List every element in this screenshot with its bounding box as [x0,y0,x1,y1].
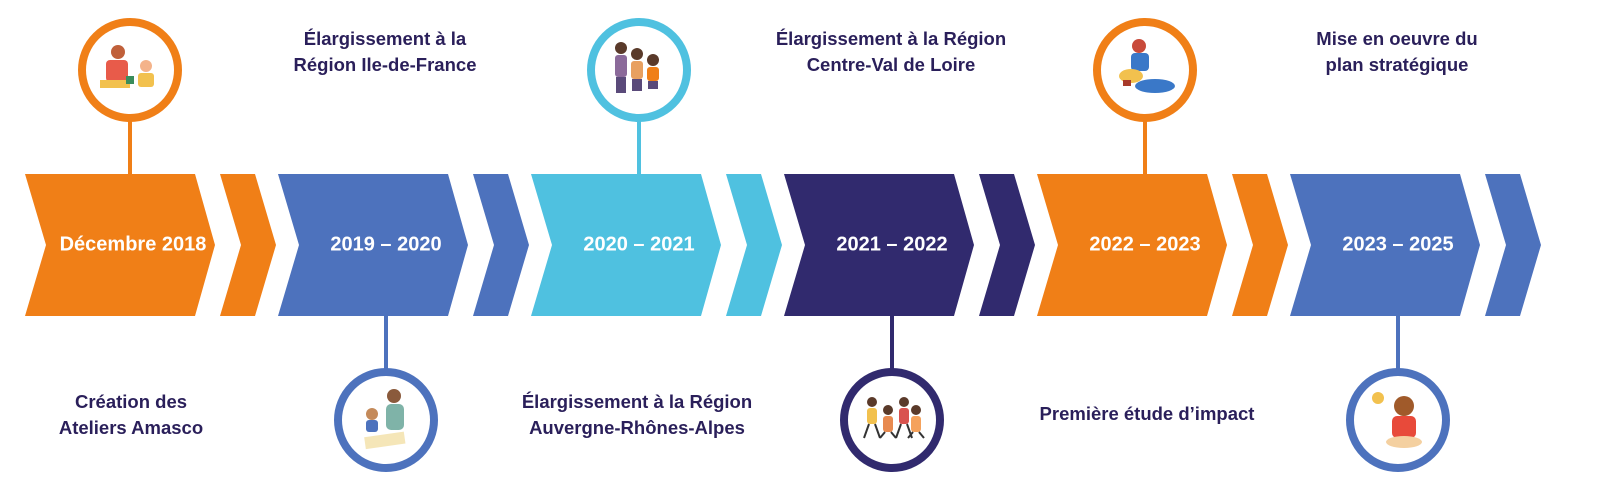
woman-and-child-drawing-icon [364,389,406,450]
period-chevron [1037,174,1227,316]
illustration-circle [78,18,182,122]
period-arrow-tail [979,174,1035,316]
period-arrow-tail [1232,174,1288,316]
milestone-label: Ateliers Amasco [59,417,203,438]
child-with-lightbulb-idea-icon [1372,392,1422,448]
family-running-icon [863,397,925,439]
period-chevron [25,174,215,316]
milestone-label: Élargissement à la Région [522,391,752,412]
timeline-period: 2021 – 2022 Élargissement à la RégionCent… [776,28,1035,472]
timeline-period: 2019 – 2020 Élargissement à la Région Ile-… [278,28,529,472]
period-chevron [784,174,974,316]
period-year: 2019 – 2020 [330,233,441,255]
milestone-label: Auvergne-Rhônes-Alpes [529,417,745,438]
period-year: 2022 – 2023 [1089,233,1200,255]
milestone-label: Centre-Val de Loire [807,54,976,75]
period-year: 2021 – 2022 [836,233,947,255]
period-year: Décembre 2018 [60,233,207,255]
period-chevron [278,174,468,316]
milestone-label: Création des [75,391,187,412]
family-group-icon [615,42,659,93]
period-year: 2020 – 2021 [583,233,694,255]
period-year: 2023 – 2025 [1342,233,1453,255]
milestone-label: plan stratégique [1326,54,1469,75]
milestone-label: Élargissement à la Région [776,28,1006,49]
period-arrow-tail [1485,174,1541,316]
timeline-period: 2023 – 2025 Mise en oeuvre du plan stratég… [1290,28,1541,472]
person-doing-puzzle-icon [1119,39,1175,93]
adult-and-child-playing-blocks-icon [100,45,154,88]
period-arrow-tail [220,174,276,316]
period-arrow-tail [726,174,782,316]
milestone-label: Première étude d’impact [1040,403,1255,424]
period-chevron [1290,174,1480,316]
period-arrow-tail [473,174,529,316]
milestone-label: Élargissement à la [304,28,467,49]
milestone-label: Mise en oeuvre du [1316,28,1477,49]
period-chevron [531,174,721,316]
milestone-label: Région Ile-de-France [294,54,477,75]
